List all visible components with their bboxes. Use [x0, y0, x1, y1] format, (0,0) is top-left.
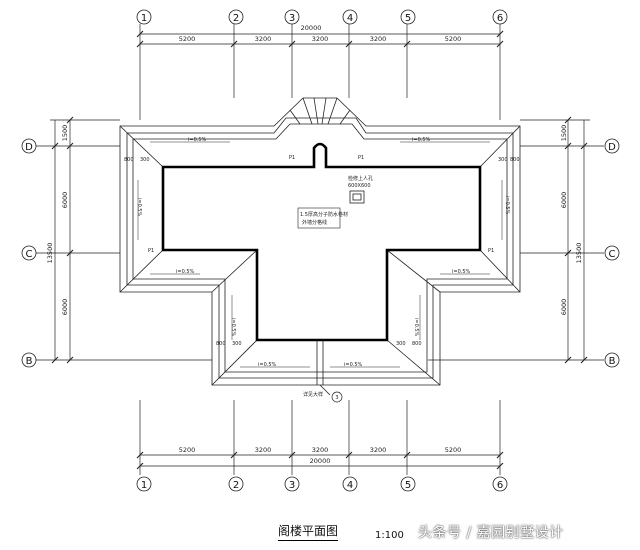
- p1-top-right: P1: [358, 155, 364, 161]
- bottom-dimensions: [136, 400, 504, 475]
- top-dim-3: 3200: [312, 35, 329, 43]
- axis-C-left: C: [26, 249, 33, 260]
- axis-C-right: C: [609, 249, 616, 260]
- drawing-title-text: 阁楼平面图: [278, 522, 339, 541]
- eave-dim-800-right: 800: [510, 157, 520, 163]
- eave-dim-300-br: 300: [396, 341, 406, 347]
- axis-2-bottom: 2: [233, 480, 239, 491]
- right-dim-2: 6000: [560, 192, 568, 209]
- axis-3-top: 3: [289, 13, 295, 24]
- eave-dim-300-right: 300: [498, 157, 508, 163]
- bottom-dim-5: 5200: [445, 446, 462, 454]
- slope-bottom-right: i=0.5%: [344, 362, 363, 368]
- left-dim-2: 6000: [61, 192, 69, 209]
- top-dim-5: 5200: [445, 35, 462, 43]
- axis-1-bottom: 1: [141, 480, 147, 491]
- top-total-dim: 20000: [301, 24, 322, 32]
- axis-6-bottom: 6: [497, 480, 503, 491]
- right-axis-bubbles: [604, 138, 620, 368]
- top-dimensions: [136, 24, 504, 120]
- roof-note-2: 外墙分格线: [302, 219, 327, 226]
- watermark-text: 头条号 / 嘉园别墅设计: [418, 525, 564, 541]
- right-dimensions: [428, 116, 604, 364]
- slope-right-side: i=0.5%: [504, 196, 510, 215]
- roof-note-1: 1.5厚高分子防水卷材: [300, 211, 348, 218]
- right-dim-3: 6000: [560, 299, 568, 316]
- bottom-dim-3: 3200: [312, 446, 329, 454]
- axis-5-top: 5: [405, 13, 411, 24]
- slope-arrows: [137, 141, 503, 368]
- top-dim-1: 5200: [179, 35, 196, 43]
- bottom-axis-bubbles: [136, 476, 508, 492]
- left-total-dim: 13500: [46, 243, 54, 264]
- slope-top-left: i=0.5%: [188, 137, 207, 143]
- axis-6-top: 6: [497, 13, 503, 24]
- right-total-dim: 13500: [575, 243, 583, 264]
- eave-dim-800-bl: 800: [216, 341, 226, 347]
- top-axis-bubbles: [136, 9, 508, 25]
- left-dimensions: [36, 116, 212, 364]
- attic-wall-outline: [161, 142, 482, 342]
- bottom-dim-1: 5200: [179, 446, 196, 454]
- left-dim-1: 1500: [61, 125, 69, 142]
- hatch-size: 600X600: [348, 183, 371, 189]
- eave-dim-300-left: 300: [140, 157, 150, 163]
- axis-3-bottom: 3: [289, 480, 295, 491]
- axis-4-top: 4: [347, 13, 353, 24]
- bottom-dim-2: 3200: [255, 446, 272, 454]
- roof-outline: [119, 97, 521, 386]
- eave-dim-800-br: 800: [412, 341, 422, 347]
- eave-dim-300-bl: 300: [232, 341, 242, 347]
- left-dim-3: 6000: [61, 299, 69, 316]
- slope-bottom-left: i=0.5%: [258, 362, 277, 368]
- top-dim-2: 3200: [255, 35, 272, 43]
- slope-mid-right: i=0.5%: [452, 269, 471, 275]
- access-hatch-icon: [349, 190, 365, 204]
- axis-B-right: B: [609, 356, 616, 367]
- hatch-label: 检修上人孔: [348, 175, 373, 182]
- left-axis-bubbles: [21, 138, 37, 368]
- detail-ref-num: 3: [335, 395, 338, 401]
- eave-dim-800-left: 800: [124, 157, 134, 163]
- slope-left-side: i=0.5%: [136, 198, 142, 217]
- axis-2-top: 2: [233, 13, 239, 24]
- axis-4-bottom: 4: [347, 480, 353, 491]
- detail-ref-bubble: [331, 391, 343, 403]
- axis-1-top: 1: [141, 13, 147, 24]
- drawing-title: 阁楼平面图: [278, 522, 339, 541]
- slope-right-wing: i=0.5%: [413, 318, 419, 337]
- downpipe: [316, 340, 331, 396]
- detail-ref-label: 详见大样: [303, 391, 323, 398]
- slope-left-wing: i=0.5%: [230, 318, 236, 337]
- right-dim-1: 1500: [560, 125, 568, 142]
- axis-D-right: D: [608, 142, 616, 153]
- drawing-scale: 1:100: [375, 530, 404, 541]
- slope-mid-left: i=0.5%: [176, 269, 195, 275]
- slope-top-right: i=0.5%: [412, 137, 431, 143]
- bottom-dim-4: 3200: [370, 446, 387, 454]
- p1-right: P1: [488, 248, 494, 254]
- axis-5-bottom: 5: [405, 480, 411, 491]
- axis-D-left: D: [25, 142, 33, 153]
- axis-B-left: B: [26, 356, 33, 367]
- bottom-total-dim: 20000: [310, 457, 331, 465]
- top-dim-4: 3200: [370, 35, 387, 43]
- p1-left: P1: [148, 248, 154, 254]
- roof-note-box: [297, 207, 341, 229]
- p1-top-left: P1: [289, 155, 295, 161]
